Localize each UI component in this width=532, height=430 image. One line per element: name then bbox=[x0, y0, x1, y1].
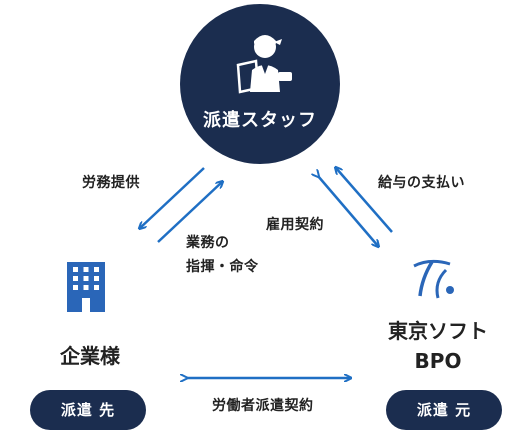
label-instruction-line2: 指揮・命令 bbox=[186, 259, 259, 275]
company-logo-icon bbox=[413, 259, 454, 299]
dispatcher-name-line1: 東京ソフト bbox=[388, 319, 488, 343]
label-dispatch-contract: 労働者派遣契約 bbox=[212, 398, 314, 414]
label-salary-payment: 給与の支払い bbox=[378, 175, 465, 191]
dispatcher-name: 東京ソフト BPO bbox=[378, 316, 498, 376]
label-employment-contract: 雇用契約 bbox=[266, 217, 324, 233]
dispatcher-badge: 派遣 元 bbox=[386, 390, 502, 430]
arrow-labor-provision bbox=[140, 167, 205, 228]
client-badge: 派遣 先 bbox=[30, 390, 146, 430]
office-building-icon bbox=[67, 262, 105, 312]
arrow-salary-payment bbox=[336, 168, 393, 233]
client-name: 企業様 bbox=[60, 344, 120, 368]
arrow-instruction bbox=[157, 182, 222, 243]
staff-title: 派遣スタッフ bbox=[203, 110, 317, 131]
dispatcher-name-line2: BPO bbox=[414, 349, 462, 373]
label-instruction-line1: 業務の bbox=[186, 235, 230, 251]
staff-person-icon bbox=[236, 35, 292, 94]
arrow-employment-contract bbox=[318, 176, 378, 246]
label-labor-provision: 労務提供 bbox=[82, 175, 140, 191]
